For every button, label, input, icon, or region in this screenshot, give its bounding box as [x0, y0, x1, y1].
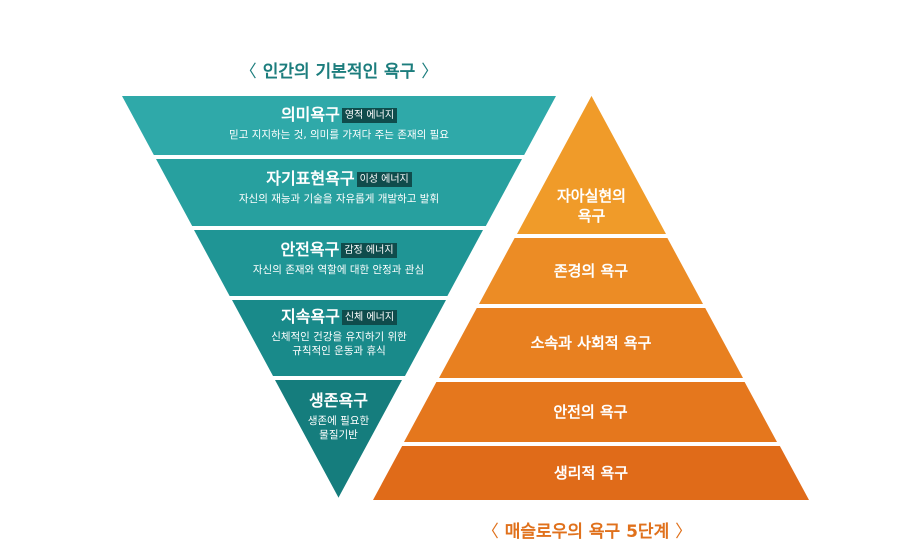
pyramid-level-label: 소속과 사회적 욕구: [439, 333, 743, 353]
pyramid-level-label-line: 자아실현의: [556, 187, 626, 205]
pyramid-level-label: 안전의 욕구: [404, 402, 777, 422]
pyramid-level-label: 존경의 욕구: [479, 261, 703, 281]
need-description: 생존에 필요한: [307, 415, 370, 427]
need-description: 믿고 지지하는 것, 의미를 가져다 주는 존재의 필요: [229, 129, 449, 141]
need-title: 지속욕구: [280, 307, 340, 326]
pyramid-level: 소속과 사회적 욕구: [439, 308, 743, 378]
energy-tag: 감정 에너지: [341, 243, 397, 258]
need-description: 자신의 존재와 역할에 대한 안정과 관심: [252, 264, 425, 276]
pyramid-level-label: 생리적 욕구: [373, 463, 809, 483]
need-description: 물질기반: [319, 429, 358, 441]
pyramid-caption: 〈 매슬로우의 욕구 5단계 〉: [482, 517, 692, 542]
pyramid-level: 존경의 욕구: [479, 238, 703, 304]
pyramid-level: 생리적 욕구: [373, 446, 809, 500]
need-title: 자기표현욕구: [266, 169, 355, 188]
energy-tag: 이성 에너지: [356, 172, 412, 187]
need-description: 규칙적인 운동과 휴식: [292, 345, 386, 357]
caption-text: 매슬로우의 욕구 5단계: [504, 522, 670, 542]
need-description: 자신의 재능과 기술을 자유롭게 개발하고 발휘: [238, 193, 440, 205]
pyramid-level-label-line: 욕구: [577, 207, 606, 225]
need-title: 생존욕구: [309, 391, 368, 410]
pyramid-level-label-line: 존경의 욕구: [553, 262, 629, 280]
pyramid-level-label-line: 생리적 욕구: [553, 464, 629, 482]
energy-tag: 영적 에너지: [341, 108, 398, 123]
pyramid-level-label-line: 소속과 사회적 욕구: [530, 334, 652, 352]
caption-open-bracket: 〈: [481, 522, 499, 542]
energy-tag: 신체 에너지: [341, 310, 398, 325]
need-description: 신체적인 건강을 유지하기 위한: [271, 331, 407, 343]
caption-close-bracket: 〉: [675, 522, 693, 542]
need-title: 안전욕구: [280, 240, 340, 259]
inverted-pyramid-caption: 〈 인간의 기본적인 욕구 〉: [240, 57, 438, 82]
caption-text: 인간의 기본적인 욕구: [262, 62, 416, 82]
caption-close-bracket: 〉: [421, 62, 439, 82]
pyramid-level: 안전의 욕구: [404, 382, 777, 442]
need-title: 의미욕구: [280, 105, 340, 124]
pyramid-level-label-line: 안전의 욕구: [553, 403, 628, 421]
caption-open-bracket: 〈: [239, 62, 257, 82]
